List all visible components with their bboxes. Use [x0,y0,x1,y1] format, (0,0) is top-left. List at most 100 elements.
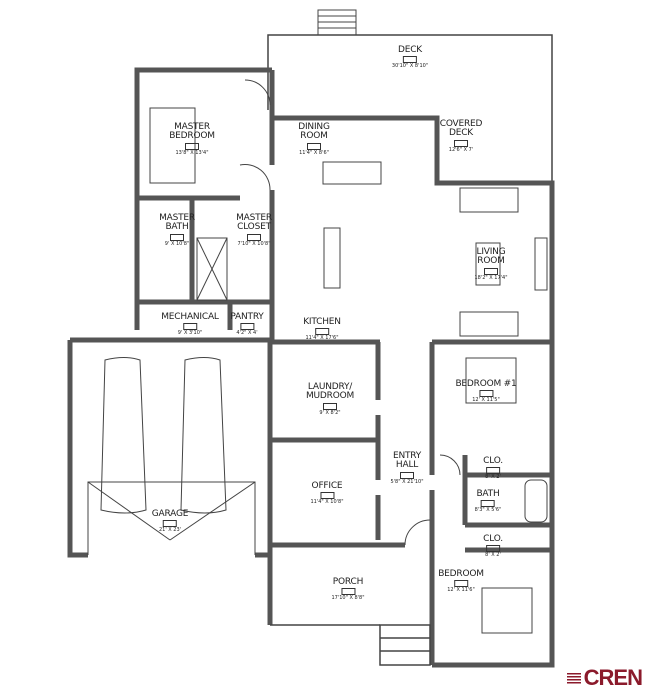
dining-table [322,161,382,185]
room-dimensions: 8' X 2' [485,552,501,559]
room-label: GARAGE 21' X 23' [151,509,189,534]
sofa [459,187,519,213]
room-tag [478,390,493,398]
room-dimensions: 21' X 23' [158,527,182,534]
room-tag [170,233,184,241]
room-dimensions: 9' X 3'10" [177,330,203,337]
room-label: ENTRY HALL 5'8" X 21'10" [382,451,432,485]
room-name: MECHANICAL [161,312,219,322]
room-label: BEDROOM #1 12' X 11'5" [455,379,517,404]
room-dimensions: 18'2" X 17'4" [474,274,508,281]
bathtub [524,479,548,523]
room-label: PANTRY 4'2" X 4' [230,312,264,337]
room-label: MASTER CLOSET 7'10" X 10'8" [229,213,279,247]
room-dimensions: 12'6" X 7' [448,146,474,153]
room-name: BEDROOM #1 [455,379,517,389]
porch-outline [270,624,431,666]
kitchen-island [323,227,341,289]
master-bed [149,107,196,184]
room-label: LAUNDRY/ MUDROOM 9' X 8'2" [305,382,355,416]
room-dimensions: 8'3" X 5'6" [474,507,502,514]
room-name: DECK [397,45,423,55]
room-name: OFFICE [311,481,343,491]
room-tag [240,323,254,331]
room-tag [185,142,199,150]
room-tag [247,233,261,241]
room-label: COVERED DECK 12'6" X 7' [436,119,486,153]
room-dimensions: 11'4" X 8'6" [299,149,329,156]
room-name: BEDROOM [438,569,484,579]
room-label: DINING ROOM 11'4" X 8'6" [289,122,339,156]
room-tag [402,56,417,64]
room-name: MASTER CLOSET [236,213,272,233]
bed [465,357,517,404]
room-name: GARAGE [151,509,189,519]
room-label: MECHANICAL 9' X 3'10" [161,312,219,337]
room-label: LIVING ROOM 18'2" X 17'4" [466,247,516,281]
room-dimensions: 9' X 8'2" [319,409,341,416]
room-tag [454,139,468,147]
room-name: KITCHEN [303,317,341,327]
room-dimensions: 8' X 2' [485,474,501,481]
room-tag [400,471,414,479]
room-name: LIVING ROOM [476,247,506,267]
room-tag [307,142,321,150]
room-tag [485,545,500,553]
room-tag [340,588,355,596]
room-dimensions: 7'10" X 10'8" [237,240,271,247]
room-label: BATH 8'3" X 5'6" [474,489,502,514]
room-name: PANTRY [230,312,264,322]
deck-stairs [317,9,357,36]
coffee-table [475,242,501,286]
bed [481,587,533,634]
room-tag [314,328,329,336]
logo-mark-icon [566,673,581,686]
room-tag [182,323,197,331]
room-dimensions: 17'10" X 8'8" [331,595,365,602]
furniture [87,107,548,634]
shower [196,237,228,301]
room-dimensions: 5'8" X 21'10" [390,478,424,485]
car [100,357,147,514]
room-dimensions: 12' X 11'5" [472,397,500,404]
room-dimensions: 11'4" X 10'8" [310,499,344,506]
room-name: MASTER BATH [159,213,195,233]
fireplace [534,237,548,291]
room-dimensions: 9' X 10'8" [164,240,190,247]
room-dimensions: 11'4" X 17'6" [305,335,339,342]
room-label: DECK 30'10" X 8'10" [391,45,429,70]
sofa [459,311,519,337]
room-dimensions: 30'10" X 8'10" [391,63,429,70]
room-tag [485,467,500,475]
room-tag [453,580,468,588]
cren-logo: CREN [566,665,643,691]
room-name: DINING ROOM [298,122,330,142]
room-name: PORCH [332,577,364,587]
room-tag [162,520,177,528]
room-label: MASTER BEDROOM 13'8" X 13'4" [167,122,217,156]
room-dimensions: 12' X 11'6" [447,587,475,594]
room-label: PORCH 17'10" X 8'8" [331,577,365,602]
room-label: OFFICE 11'4" X 10'8" [310,481,344,506]
room-dimensions: 4'2" X 4' [236,330,258,337]
room-tag [323,402,337,410]
room-label: CLO.8' X 2' [483,534,503,559]
room-name: BATH [476,489,500,499]
room-label: CLO. 8' X 2' [483,456,503,481]
car [180,357,227,514]
room-name: ENTRY HALL [392,451,422,471]
room-label: BEDROOM 12' X 11'6" [438,569,484,594]
room-name: COVERED DECK [439,119,483,139]
room-name: MASTER BEDROOM [169,122,215,142]
room-name: CLO. [483,456,503,466]
room-name: LAUNDRY/ MUDROOM [305,382,355,402]
room-tag [484,267,498,275]
room-label: KITCHEN 11'4" X 17'6" [303,317,341,342]
door-swings [239,79,461,546]
room-label: MASTER BATH 9' X 10'8" [152,213,202,247]
room-tag [319,492,334,500]
room-dimensions: 13'8" X 13'4" [175,149,209,156]
walls [67,67,555,668]
room-tag [481,500,495,508]
